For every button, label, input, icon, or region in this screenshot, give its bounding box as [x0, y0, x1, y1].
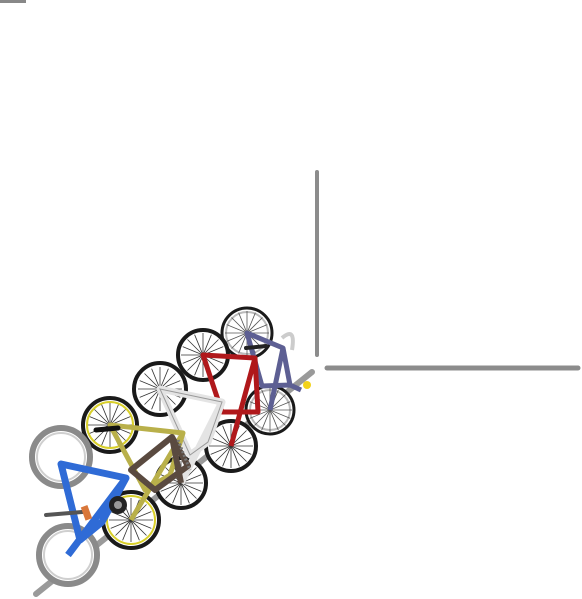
crankset: [109, 496, 127, 514]
seat: [244, 344, 268, 350]
corner-mark: [0, 0, 26, 3]
bicycle-white: [132, 361, 226, 510]
handlebar: [280, 332, 295, 351]
wheel: [29, 425, 93, 489]
rear-shock: [80, 505, 93, 521]
bicycle-blue: [29, 425, 130, 587]
suspension: [176, 439, 192, 471]
bike-frame: [128, 434, 191, 493]
seat: [93, 425, 121, 433]
bicycle-brown: [128, 434, 192, 493]
reflector: [303, 381, 311, 389]
bicycle-red: [176, 328, 268, 473]
bicycle-navy: [220, 306, 311, 436]
handlebar: [44, 510, 84, 517]
